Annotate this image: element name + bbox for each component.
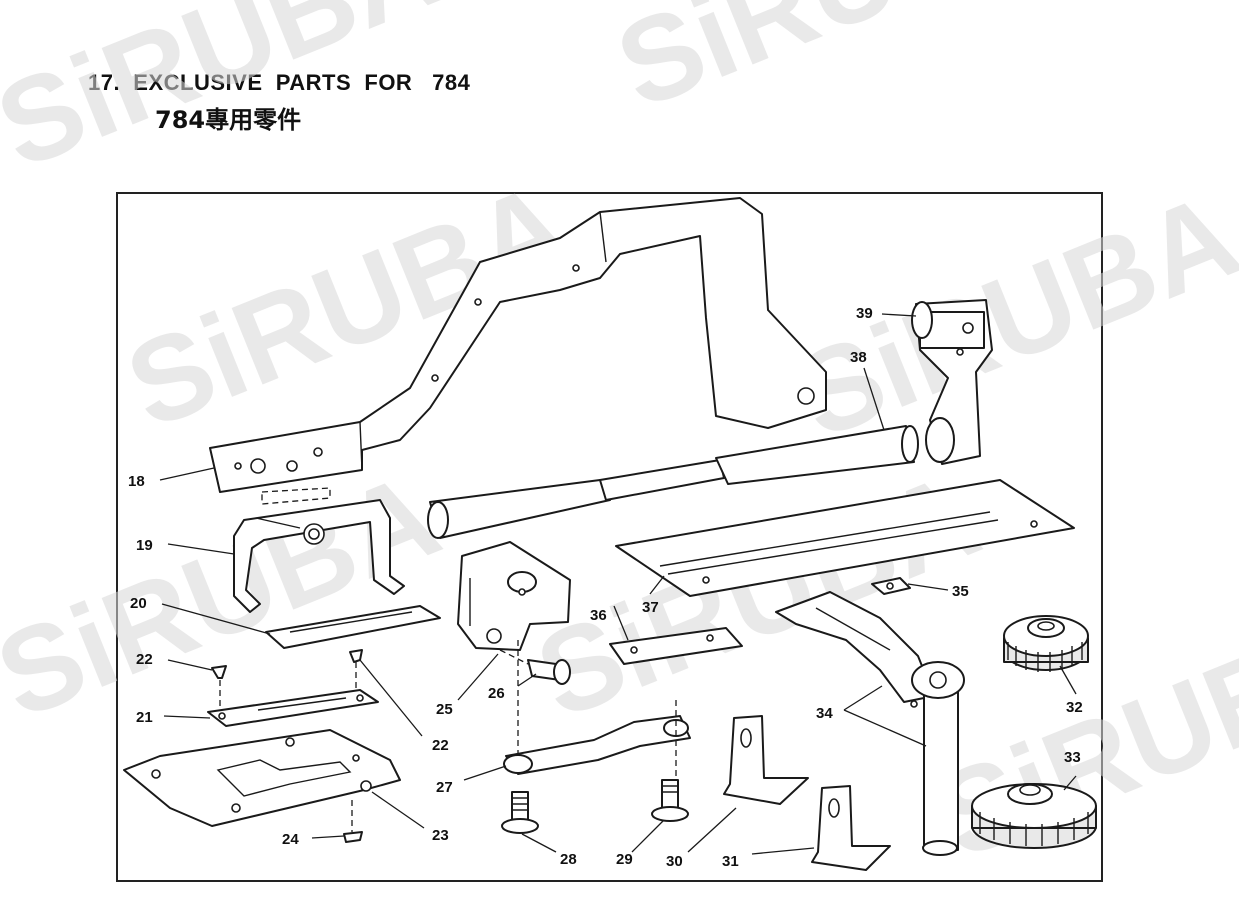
callout-label: 22 [136,651,153,668]
callout-label: 37 [642,599,659,616]
callout-label: 30 [666,853,683,870]
callout-label: 19 [136,537,153,554]
callout-label: 28 [560,851,577,868]
watermark: SiRUBA [780,168,1239,465]
part-35-clip [871,577,911,595]
callout-label: 27 [436,779,453,796]
part-30-guide [723,715,809,805]
part-36-plate [609,627,743,665]
leader-lines [159,313,1077,855]
part-34-arc-guide [775,591,965,856]
part-29-screw [651,779,689,822]
part-32-gear [1003,615,1089,672]
part-28-screw [501,791,539,834]
part-37-plate [615,479,1075,597]
part-33-gear [971,783,1097,849]
part-18-arm [209,197,827,505]
watermark: SiRUBA [0,0,456,194]
callout-label: 29 [616,851,633,868]
callout-label: 36 [590,607,607,624]
watermark: SiRUBA [600,0,1077,134]
callout-label: 23 [432,827,449,844]
part-23-base-plate [123,729,401,827]
callout-label: 18 [128,473,145,490]
part-31-guide [811,785,891,871]
part-25-block [457,541,571,651]
part-39-bracket [911,299,993,465]
callout-label: 26 [488,685,505,702]
callout-label: 33 [1064,749,1081,766]
part-20-plate [265,605,441,649]
callout-label: 20 [130,595,147,612]
page-title: 17. EXCLUSIVE PARTS FOR 784 [88,70,471,95]
callout-label: 21 [136,709,153,726]
callout-label: 35 [952,583,969,600]
page-subtitle: 784專用零件 [155,106,302,134]
watermark: SiRUBA [0,448,456,745]
part-38-rod [427,425,919,539]
part-24-screw [343,800,363,843]
part-27-link [503,640,691,780]
callout-label: 39 [856,305,873,322]
callout-label: 24 [282,831,299,848]
callout-label: 34 [816,705,833,722]
part-21-plate [207,689,379,727]
callout-label: 22 [432,737,449,754]
diagram-frame [116,192,1103,882]
callout-label: 25 [436,701,453,718]
part-19-bracket [233,499,405,613]
watermark: SiRUBA [110,158,587,455]
part-26-screw [499,649,571,685]
callout-labels: 18 19 20 22 21 22 24 23 25 26 27 28 29 3… [128,305,1083,870]
callout-label: 31 [722,853,739,870]
callout-label: 38 [850,349,867,366]
callout-label: 32 [1066,699,1083,716]
